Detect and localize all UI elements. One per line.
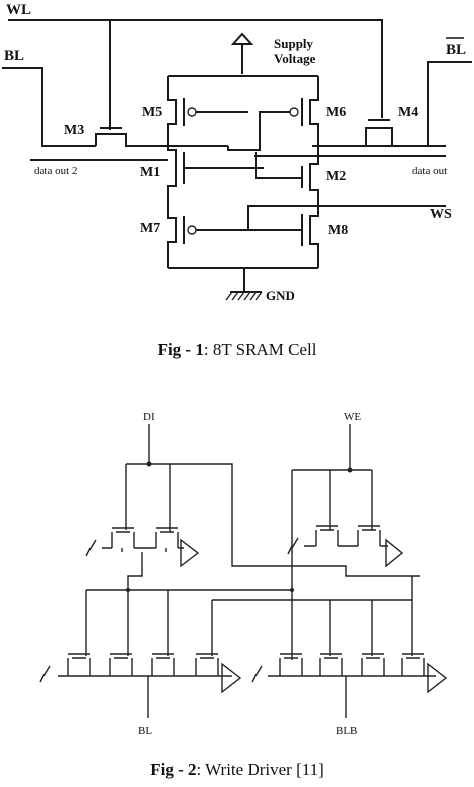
figure-2-write-driver: DI WE — [39, 411, 448, 737]
fig2-caption-text: : Write Driver [11] — [196, 760, 324, 779]
upper-left-gate — [85, 527, 200, 568]
bl-label: BL — [4, 48, 24, 64]
supply-label: Supply — [274, 36, 314, 51]
wl-line — [8, 19, 383, 130]
lower-right-gates — [251, 653, 448, 718]
m2-label: M2 — [326, 169, 346, 184]
fig1-caption: Fig - 1: 8T SRAM Cell — [0, 340, 474, 360]
blb-label: BL — [446, 42, 466, 58]
fig2-caption: Fig - 2: Write Driver [11] — [0, 760, 474, 780]
ground-icon — [168, 267, 318, 301]
data-out-2-label: data out 2 — [34, 165, 77, 177]
upper-right-gate — [287, 525, 404, 568]
m5-label: M5 — [142, 105, 162, 120]
bl-line — [2, 67, 96, 147]
figure-1-sram-cell: WL BL BL M3 M4 Supply Voltage — [2, 2, 472, 303]
m8-label: M8 — [328, 223, 348, 238]
wl-label: WL — [6, 2, 31, 18]
di-label: DI — [143, 411, 155, 423]
gnd-label: GND — [266, 288, 295, 303]
left-column — [30, 76, 264, 268]
m6-label: M6 — [326, 105, 346, 120]
lower-left-gates — [39, 653, 242, 718]
m1-label: M1 — [140, 165, 160, 180]
fig1-caption-text: : 8T SRAM Cell — [203, 340, 317, 359]
voltage-label: Voltage — [274, 51, 316, 66]
m4-label: M4 — [398, 105, 418, 120]
supply-arrow-icon — [230, 32, 254, 74]
fig1-caption-prefix: Fig - 1 — [157, 340, 204, 359]
m3-transistor — [95, 127, 160, 147]
we-label: WE — [344, 411, 361, 423]
m4-transistor — [312, 119, 393, 147]
blb-line — [392, 61, 472, 147]
right-column — [227, 76, 446, 268]
middle-wiring — [85, 552, 420, 656]
ws-label: WS — [430, 207, 452, 222]
data-out-label: data out — [412, 165, 447, 177]
m3-label: M3 — [64, 123, 84, 138]
bl-output-label: BL — [138, 725, 152, 737]
fig2-caption-prefix: Fig - 2 — [150, 760, 197, 779]
m7-label: M7 — [140, 221, 160, 236]
blb-output-label: BLB — [336, 725, 357, 737]
we-input — [291, 424, 373, 660]
di-input — [125, 424, 292, 567]
